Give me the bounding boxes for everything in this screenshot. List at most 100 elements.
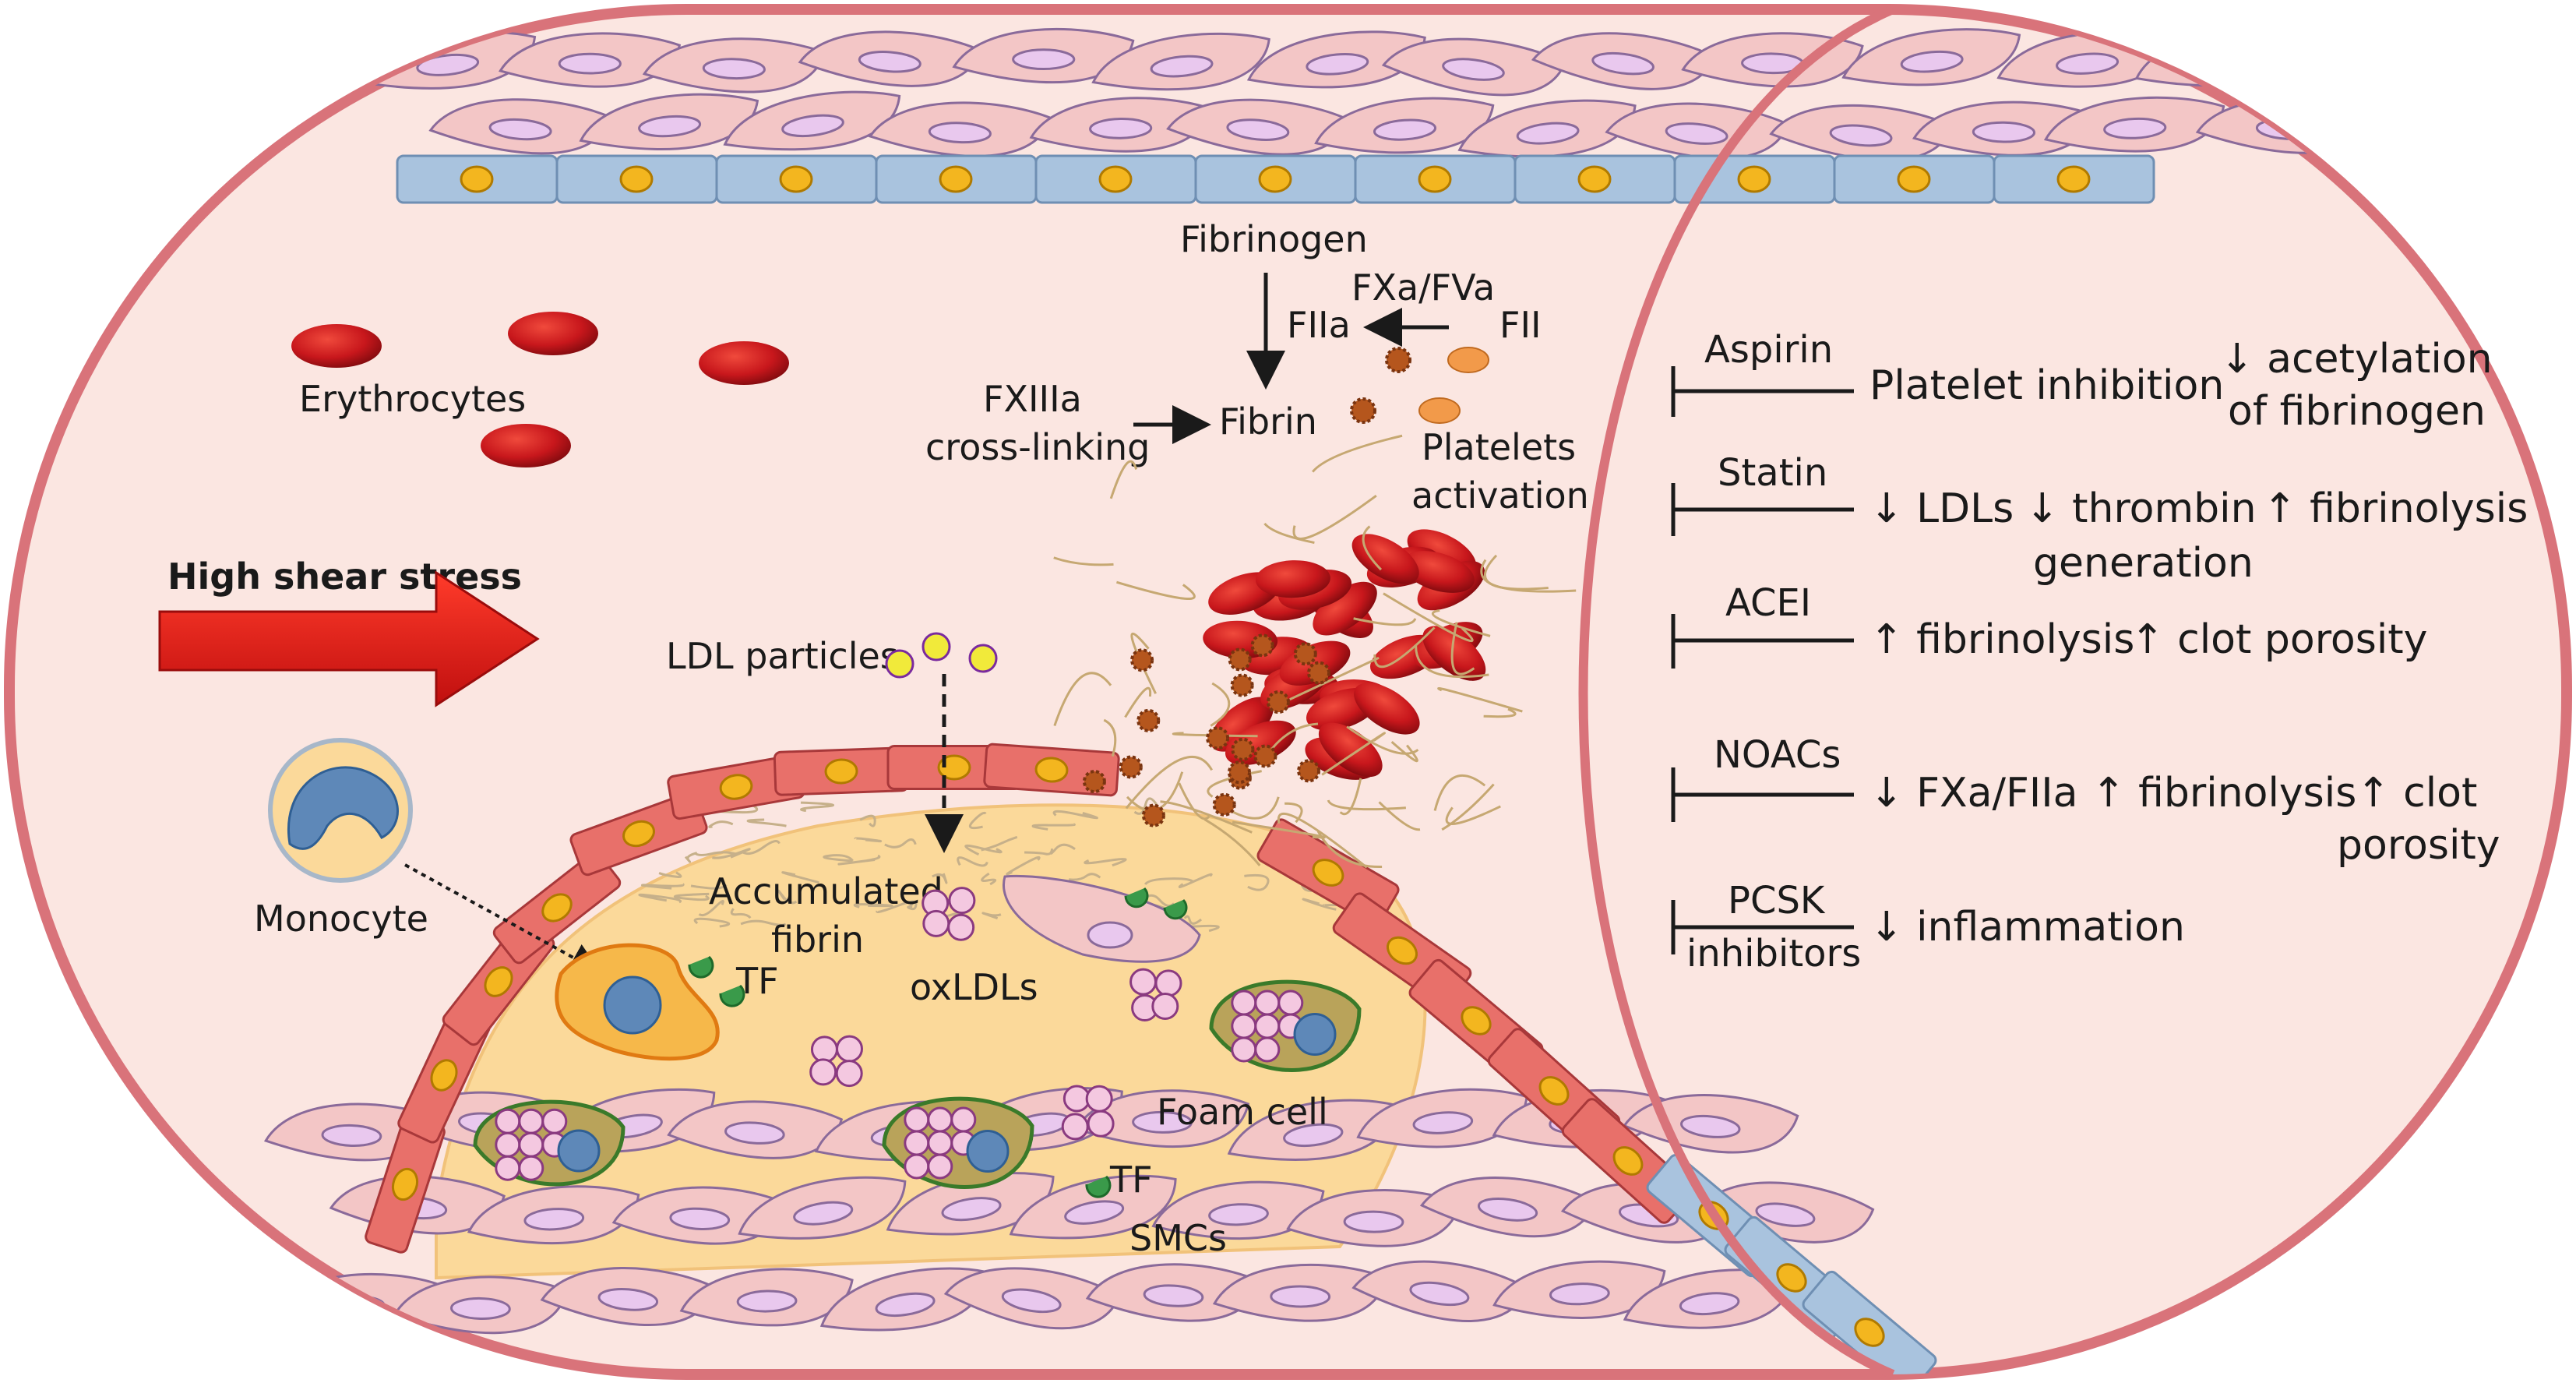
- erythrocytes-label: Erythrocytes: [299, 378, 526, 420]
- smc-nucleus: [2193, 51, 2257, 74]
- smc-nucleus: [1549, 1282, 1610, 1306]
- top-endothelium: [396, 154, 2155, 204]
- oxldl-particle: [904, 1106, 930, 1133]
- inhibition-bar-icon: [1671, 767, 1854, 822]
- smooth-muscle-cell: [679, 1268, 854, 1327]
- oxldl-particle: [1151, 993, 1179, 1021]
- fibrin-strand: [641, 883, 685, 890]
- endothelial-nucleus: [1612, 1146, 1644, 1176]
- drug-effect: ↓ FXa/FIIa: [1869, 770, 2077, 817]
- smc-nucleus: [1755, 1202, 1816, 1227]
- smc-nucleus: [793, 1201, 854, 1226]
- oxldl-particle: [518, 1155, 544, 1181]
- drug-row-noacs: NOACs ↓ FXa/FIIa ↑ fibrinolysis ↑ clot p…: [1671, 733, 2500, 869]
- oxldl-particle: [904, 1153, 930, 1180]
- oxldl-particle: [927, 1130, 953, 1156]
- smc-nucleus: [1900, 50, 1964, 73]
- fibrin-strand: [823, 854, 854, 863]
- smooth-muscle-cell: [738, 1176, 907, 1240]
- smc-with-tf: [1003, 874, 1201, 963]
- smc-body: [2486, 97, 2567, 153]
- fibrin-strand: [1172, 732, 1258, 738]
- activated-platelet: [1231, 737, 1255, 761]
- endothelial-nucleus: [622, 820, 655, 848]
- smc-nucleus: [1143, 1284, 1204, 1307]
- fibrin-strand: [730, 908, 752, 919]
- fibrin-strand: [1431, 609, 1491, 637]
- drug-panel: Aspirin Platelet inhibition ↓ acetylatio…: [1671, 328, 2528, 975]
- fibrin-strand: [1024, 848, 1054, 856]
- endothelial-cell: [667, 753, 805, 820]
- smooth-muscle-cell: [498, 32, 682, 88]
- fibrin-strand: [854, 837, 882, 843]
- erythrocyte: [699, 341, 789, 385]
- fibrin-strand: [1006, 856, 1041, 876]
- smooth-muscle-cell: [667, 1100, 844, 1159]
- smc-nucleus: [941, 1197, 1002, 1222]
- fibrin-strand: [1178, 873, 1213, 888]
- endothelial-nucleus: [719, 774, 753, 800]
- smooth-muscle-cell: [1091, 32, 1270, 91]
- foam-cell-nucleus: [966, 1130, 1010, 1173]
- fibrin-strand: [777, 889, 798, 905]
- drug-name: NOACs: [1714, 733, 1841, 777]
- drug-row-acei: ACEI ↑ fibrinolysis ↑ clot porosity: [1671, 581, 2427, 669]
- smc-nucleus: [523, 1208, 585, 1231]
- endothelial-nucleus: [939, 165, 973, 193]
- ldl-particles-group: [885, 632, 998, 679]
- fibrin-strand: [981, 835, 1018, 852]
- fibrin-strand: [1133, 797, 1158, 815]
- oxldl-group: [809, 887, 1182, 1141]
- erythrocyte: [1422, 626, 1486, 681]
- oxldl-particle: [809, 1058, 837, 1086]
- smc-nucleus: [1477, 1198, 1538, 1222]
- smc-nucleus: [669, 1207, 731, 1230]
- tissue-factor-icon: [1085, 1175, 1112, 1198]
- smc-nucleus: [2416, 116, 2479, 139]
- endothelial-nucleus: [619, 165, 654, 193]
- smc-nucleus: [736, 1289, 798, 1313]
- drug-row-statin: Statin ↓ LDLs ↓ thrombin generation ↑ fi…: [1671, 451, 2528, 587]
- fibrin-strand: [742, 840, 781, 856]
- activated-platelet: [1228, 647, 1252, 672]
- smc-nucleus: [858, 51, 922, 73]
- fibrin-strand: [859, 814, 876, 827]
- smc-nucleus: [2056, 52, 2120, 75]
- fibrin-strand: [1346, 725, 1419, 755]
- smooth-muscle-cell: [1166, 98, 1351, 156]
- endothelial-nucleus: [1098, 165, 1133, 193]
- smc-nucleus: [1089, 118, 1153, 139]
- drug-effect: ↑ fibrinolysis: [1869, 616, 2134, 663]
- fibrin-strand: [1437, 687, 1523, 713]
- smc-nucleus: [449, 1297, 511, 1320]
- smooth-muscle-cell: [1074, 1089, 1250, 1148]
- drug-name: inhibitors: [1686, 932, 1861, 975]
- drug-effect: generation: [2033, 540, 2254, 587]
- smc-nucleus: [1665, 122, 1728, 145]
- smc-nucleus: [702, 58, 766, 80]
- endothelial-nucleus: [430, 1059, 458, 1092]
- activated-platelet: [1230, 673, 1254, 697]
- smc-nucleus: [1064, 1200, 1125, 1225]
- smooth-muscle-cell: [1531, 32, 1716, 90]
- oxldl-particle: [1129, 968, 1158, 996]
- activated-platelet: [1307, 661, 1331, 685]
- smooth-muscle-cell: [579, 93, 759, 150]
- foam-cell-nucleus: [557, 1129, 601, 1173]
- monocyte: [268, 738, 413, 883]
- drug-name: Statin: [1718, 451, 1827, 495]
- fibrin-strand: [708, 820, 734, 828]
- foam-cell-label: Foam cell: [1157, 1091, 1328, 1133]
- fibrin-strand: [932, 873, 948, 884]
- activated-platelet: [1227, 760, 1251, 785]
- oxldl-particle: [518, 1131, 544, 1158]
- smc-nucleus: [1283, 1123, 1344, 1148]
- fibrin-strand: [1311, 434, 1403, 473]
- fibrin-strand: [1316, 831, 1383, 869]
- fibrin-strand: [698, 899, 724, 917]
- endothelial-nucleus: [484, 966, 513, 997]
- fibrin-strand: [1203, 818, 1261, 866]
- fibrin-strand: [658, 871, 682, 878]
- endothelial-nucleus: [1577, 165, 1612, 193]
